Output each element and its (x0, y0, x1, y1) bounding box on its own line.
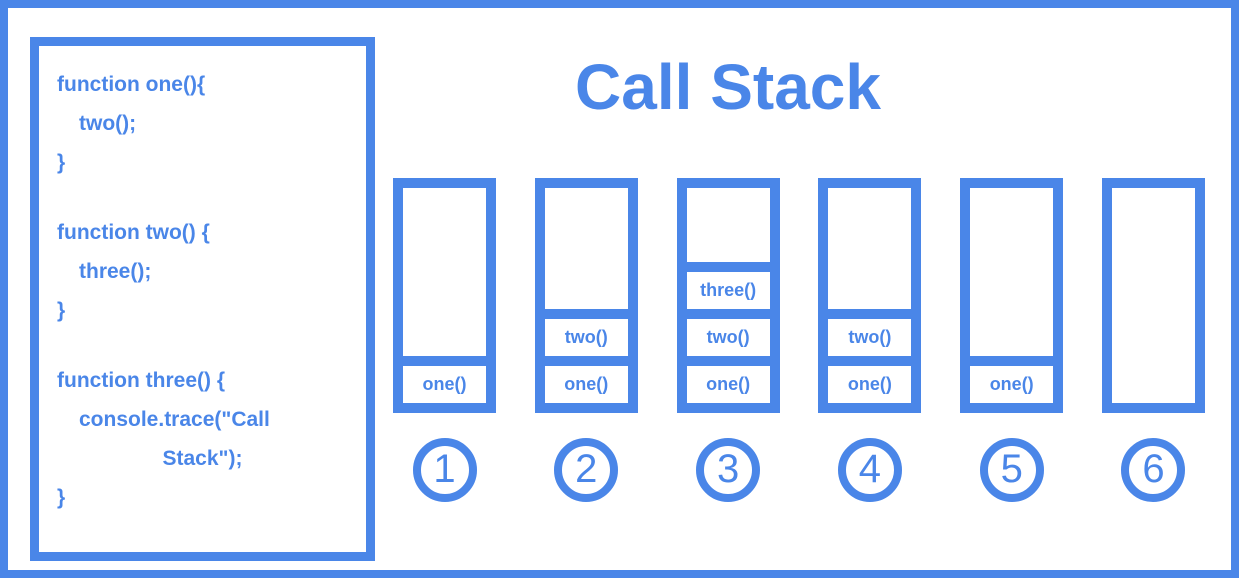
stack-column-6: 6 (1101, 178, 1205, 502)
stacks-row: one() 1 two() one() 2 three() two() one() 3 two()… (393, 178, 1205, 502)
stack-box-1: one() (393, 178, 496, 413)
stack-column-3: three() two() one() 3 (676, 178, 780, 502)
stack-column-1: one() 1 (393, 178, 496, 502)
code-line: two(); (79, 112, 137, 135)
stack-frame-one: one() (970, 366, 1054, 403)
code-line: Stack"); (162, 447, 243, 470)
code-panel: function one(){ two();} function two() { th… (30, 37, 375, 561)
code-line: three(); (79, 260, 152, 283)
stack-empty-space (1111, 188, 1195, 403)
stack-frame-one: one() (403, 366, 486, 403)
stack-box-3: three() two() one() (676, 178, 780, 413)
stack-box-4: two() one() (818, 178, 922, 413)
code-line: } (57, 151, 66, 174)
stack-empty-space (970, 188, 1054, 356)
code-line: } (57, 299, 66, 322)
step-number-circle-2: 2 (554, 438, 619, 502)
step-number-circle-3: 3 (696, 438, 761, 502)
stack-frame-two: two() (544, 319, 628, 356)
code-line: function two() { (57, 221, 210, 244)
stack-column-4: two() one() 4 (818, 178, 922, 502)
code-line: console.trace("Call (79, 408, 270, 431)
stack-box-5: one() (960, 178, 1064, 413)
step-number-circle-1: 1 (412, 438, 477, 502)
stack-box-6 (1101, 178, 1205, 413)
stack-frame-two: two() (686, 319, 770, 356)
code-line: } (57, 486, 66, 509)
stack-frame-one: one() (544, 366, 628, 403)
stack-column-5: one() 5 (960, 178, 1064, 502)
stack-empty-space (686, 188, 770, 262)
diagram-main-area: Call Stack one() 1 two() one() 2 three() two()… (375, 8, 1231, 570)
code-lines: function one(){ two();} function two() { th… (39, 65, 366, 517)
code-line: function three() { (57, 369, 225, 392)
code-blank-line (39, 182, 366, 213)
stack-box-2: two() one() (534, 178, 638, 413)
stack-frame-two: two() (828, 319, 912, 356)
stack-empty-space (403, 188, 486, 356)
step-number-circle-4: 4 (837, 438, 902, 502)
stack-empty-space (544, 188, 628, 309)
step-number-circle-5: 5 (979, 438, 1044, 502)
code-line: function one(){ (57, 73, 206, 96)
code-blank-line (39, 330, 366, 361)
stack-frame-one: one() (828, 366, 912, 403)
stack-column-2: two() one() 2 (534, 178, 638, 502)
stack-frame-three: three() (686, 272, 770, 309)
step-number-circle-6: 6 (1121, 438, 1186, 502)
page-title: Call Stack (575, 51, 881, 123)
stack-empty-space (828, 188, 912, 309)
stack-frame-one: one() (686, 366, 770, 403)
